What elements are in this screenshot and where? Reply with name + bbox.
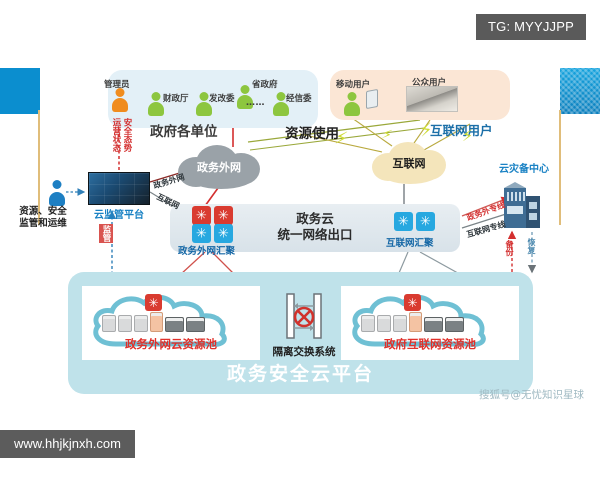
cloud-monitor-screen-wall — [88, 172, 150, 205]
sohu-watermark: 搜狐号@无忧知识星球 — [479, 389, 584, 401]
switch-blue-1: ✳ — [192, 224, 211, 243]
switch-blue-3: ✳ — [394, 212, 413, 231]
actor-label-province: 省政府 — [252, 80, 278, 90]
actor-ellipsis: …… — [246, 98, 265, 108]
server-icon — [102, 315, 116, 332]
actor-label-admin: 管理员 — [104, 80, 130, 90]
resource-usage-label: 资源使用 — [285, 126, 339, 142]
pool-label-gov-extranet: 政务外网云资源池 — [125, 337, 217, 351]
internet-users-label: 互联网用户 — [430, 123, 493, 138]
actor-label-mobile-user: 移动用户 — [336, 80, 371, 90]
server-row-right — [361, 312, 464, 332]
url-watermark-badge: www.hhjkjnxh.com — [0, 430, 135, 458]
net-exit-title-line1: 政务云 — [296, 211, 334, 226]
lightning-icon-1: ⚡ — [333, 127, 350, 150]
actor-label-ndrc: 发改委 — [209, 94, 235, 104]
dr-center-building-icon — [500, 180, 542, 230]
appliance-icon — [424, 317, 443, 332]
switch-red-2: ✳ — [214, 206, 233, 225]
cloud-gov-extranet: 政务外网 — [178, 145, 260, 189]
decorative-stem-right — [559, 110, 561, 225]
appliance-icon — [445, 317, 464, 332]
decorative-block-right — [560, 68, 600, 114]
cloud-gov-extranet-label: 政务外网 — [197, 161, 241, 174]
secure-cloud-platform: ✳ 政务外网云资源池 ✳ 政府互联网资源池 政务安全云平台 — [68, 272, 533, 394]
actor-label-finance: 财政厅 — [163, 94, 189, 104]
internet-aggregation-label: 互联网汇聚 — [386, 238, 434, 249]
cloud-monitor-platform-label: 云监管平台 — [94, 210, 144, 221]
isolation-exchange-label: 隔离交换系统 — [272, 346, 336, 358]
pool-card-gov-extranet: ✳ 政务外网云资源池 — [82, 286, 260, 360]
ops-status-label: 运营状态 — [111, 118, 121, 152]
decorative-stem-left — [38, 110, 40, 225]
actor-icon-finance — [148, 92, 164, 116]
server-icon — [361, 315, 375, 332]
net-exit-title-line2: 统一网络出口 — [277, 227, 353, 242]
security-posture-label: 安全态势 — [122, 118, 132, 152]
government-units-label: 政府各单位 — [150, 124, 218, 140]
storage-icon — [150, 312, 163, 332]
dr-center-label: 云灾备中心 — [499, 164, 549, 175]
actor-icon-ndrc — [196, 92, 212, 116]
operator-icon — [47, 180, 66, 206]
server-icon — [118, 315, 132, 332]
pool-card-gov-internet: ✳ 政府互联网资源池 — [341, 286, 519, 360]
actor-icon-province — [237, 85, 253, 109]
switch-group-gov-aggregation-blue: ✳ ✳ — [192, 224, 233, 243]
server-icon — [393, 315, 407, 332]
server-row-left — [102, 312, 205, 332]
restore-label: 恢复 — [527, 238, 536, 254]
pool-switch-icon-left: ✳ — [145, 294, 162, 311]
switch-group-internet-aggregation: ✳ ✳ — [394, 212, 435, 231]
storage-icon — [409, 312, 422, 332]
decorative-block-left — [0, 68, 40, 114]
lightning-icon-2: ⚡ — [418, 119, 434, 142]
actor-icon-mobile-user — [344, 92, 360, 116]
public-users-photo — [406, 86, 458, 112]
operator-label-line1: 资源、安全 — [19, 206, 67, 217]
pool-switch-icon-right: ✳ — [404, 294, 421, 311]
backup-label: 备份 — [505, 240, 514, 256]
tablet-icon — [366, 88, 378, 110]
gov-aggregation-label: 政务外网汇聚 — [178, 246, 236, 257]
lightning-icon-3: ⚡ — [462, 126, 474, 145]
isolation-exchange-icon — [286, 292, 322, 340]
actor-icon-economy — [273, 92, 289, 116]
platform-title: 政务安全云平台 — [226, 363, 374, 385]
cloud-internet: 互联网 — [372, 142, 446, 184]
server-icon — [134, 315, 148, 332]
net-exit-title: 政务云 统一网络出口 — [170, 211, 460, 243]
actor-label-economy: 经信委 — [286, 94, 312, 104]
cloud-internet-label: 互联网 — [392, 157, 426, 170]
switch-blue-4: ✳ — [416, 212, 435, 231]
tg-watermark-badge: TG: MYYJJPP — [476, 14, 586, 40]
appliance-icon — [186, 317, 205, 332]
operator-label-line2: 监管和运维 — [19, 218, 67, 229]
supervise-label: 监管 — [99, 224, 113, 243]
server-icon — [377, 315, 391, 332]
actor-label-public-user: 公众用户 — [412, 78, 447, 88]
switch-red-1: ✳ — [192, 206, 211, 225]
actor-icon-admin — [112, 88, 128, 112]
appliance-icon — [165, 317, 184, 332]
switch-group-gov-aggregation: ✳ ✳ — [192, 206, 233, 225]
switch-blue-2: ✳ — [214, 224, 233, 243]
operator-label: 资源、安全 监管和运维 — [2, 206, 84, 230]
pool-label-gov-internet: 政府互联网资源池 — [384, 337, 476, 351]
